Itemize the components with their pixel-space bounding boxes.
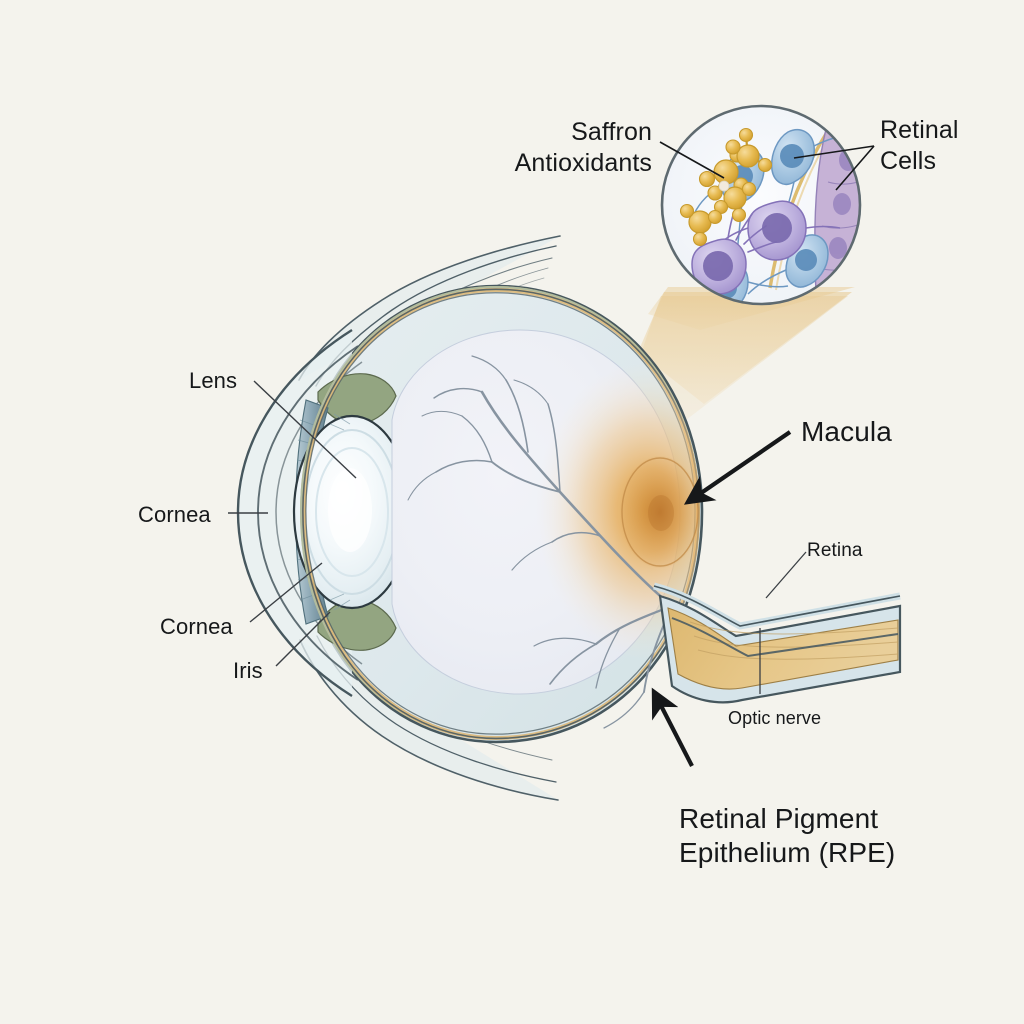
label-optic-nerve: Optic nerve xyxy=(728,708,822,728)
leader-retina xyxy=(765,551,807,599)
saffron-molecules xyxy=(679,127,773,247)
leader-lines xyxy=(228,141,875,767)
label-retinal-cells-line2: Cells xyxy=(880,147,937,175)
leader-retinal-cells-a xyxy=(793,145,875,159)
leader-retinal-cells-b xyxy=(835,145,875,191)
label-saffron-antioxidants: Saffron xyxy=(571,118,652,146)
leader-cornea-lower xyxy=(249,562,323,623)
label-iris: Iris xyxy=(233,658,263,683)
leader-macula-arrow xyxy=(683,430,792,505)
label-retinal-pigment-epithelium: Retinal Pigment xyxy=(679,803,879,834)
leader-lens xyxy=(253,380,357,479)
leader-iris xyxy=(275,611,331,667)
label-retinal-pigment-epithelium-line2: Epithelium (RPE) xyxy=(679,837,896,868)
label-cornea-upper: Cornea xyxy=(138,502,211,527)
label-retina: Retina xyxy=(807,540,863,561)
label-lens: Lens xyxy=(189,368,238,393)
label-saffron-antioxidants-line2: Antioxidants xyxy=(514,149,652,177)
leader-rpe-arrow xyxy=(651,687,694,767)
magnification-cone xyxy=(638,287,855,420)
leader-saffron-antioxidants xyxy=(659,141,725,179)
label-macula: Macula xyxy=(801,416,892,447)
label-cornea-lower: Cornea xyxy=(160,614,233,639)
optic-nerve xyxy=(653,582,902,704)
label-retinal-cells: Retinal xyxy=(880,116,959,144)
